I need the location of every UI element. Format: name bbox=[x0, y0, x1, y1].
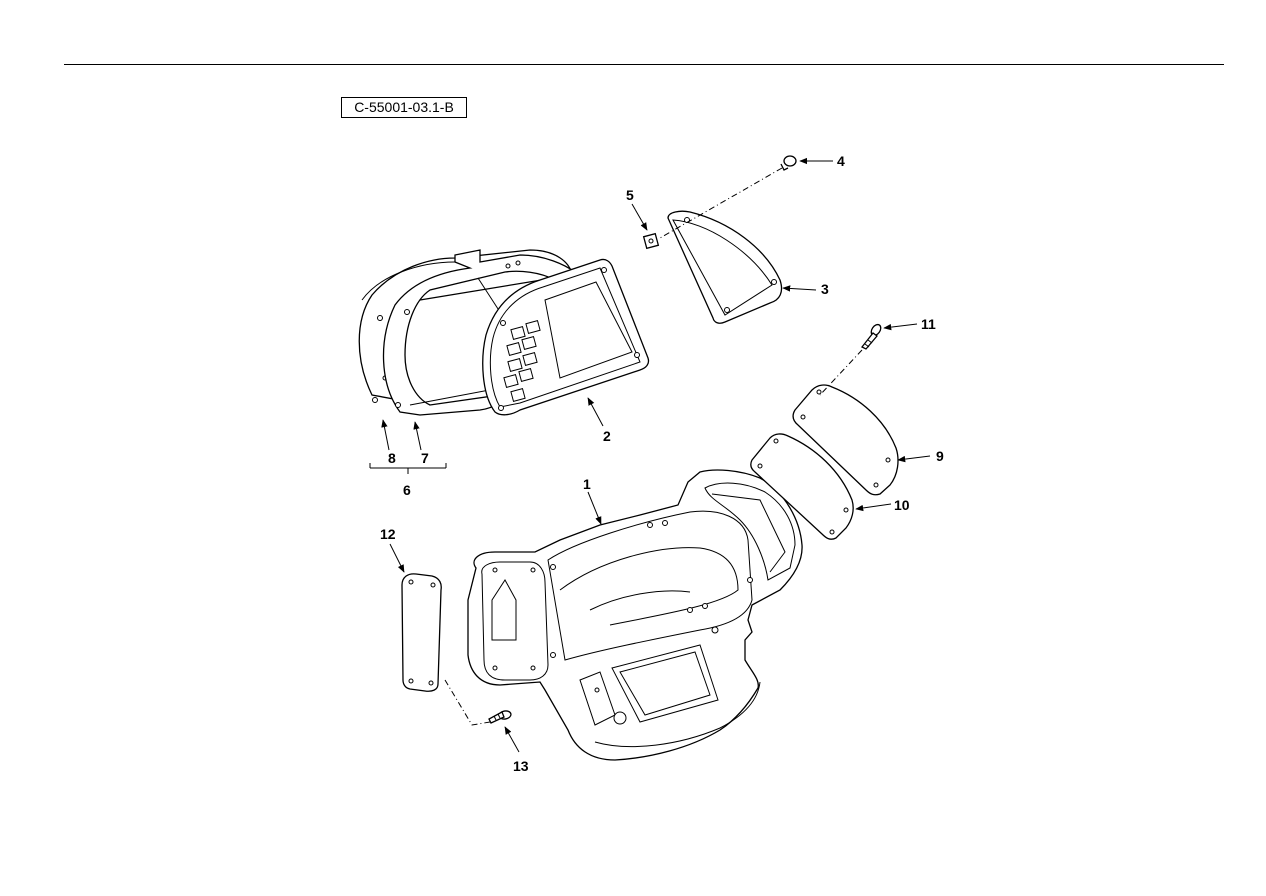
callout-12: 12 bbox=[380, 526, 396, 542]
part-12-side-plate bbox=[401, 573, 442, 692]
drawing-id-label: C-55001-03.1-B bbox=[341, 97, 467, 118]
part-4-centerline bbox=[659, 167, 783, 239]
part-9-blank-plate bbox=[792, 384, 899, 496]
part-11-centerline bbox=[819, 349, 863, 396]
callout-8: 8 bbox=[388, 450, 396, 466]
callout-4: 4 bbox=[837, 153, 845, 169]
callout-5: 5 bbox=[626, 187, 634, 203]
callout-1: 1 bbox=[583, 476, 591, 492]
callout-6: 6 bbox=[403, 482, 411, 498]
part-4-fastener bbox=[780, 155, 797, 171]
part-3-side-cover bbox=[667, 210, 783, 324]
callout-3: 3 bbox=[821, 281, 829, 297]
callout-13: 13 bbox=[513, 758, 529, 774]
part-2-display-panel bbox=[482, 258, 650, 416]
callout-9: 9 bbox=[936, 448, 944, 464]
header-rule bbox=[64, 64, 1224, 65]
part-5-nut bbox=[642, 232, 660, 250]
part-11-screw bbox=[860, 323, 882, 350]
part-1-housing bbox=[467, 469, 803, 761]
callout-7: 7 bbox=[421, 450, 429, 466]
callout-labels: 1 2 3 4 5 6 7 8 9 10 11 12 13 bbox=[380, 153, 944, 774]
part-13-screw bbox=[488, 710, 512, 724]
callout-11: 11 bbox=[921, 316, 936, 332]
part-7-gasket bbox=[382, 249, 577, 416]
part-12-centerline bbox=[444, 679, 491, 726]
part-10-gasket-plate bbox=[750, 433, 854, 540]
callout-10: 10 bbox=[894, 497, 910, 513]
leader-lines bbox=[369, 157, 931, 753]
callout-2: 2 bbox=[603, 428, 611, 444]
